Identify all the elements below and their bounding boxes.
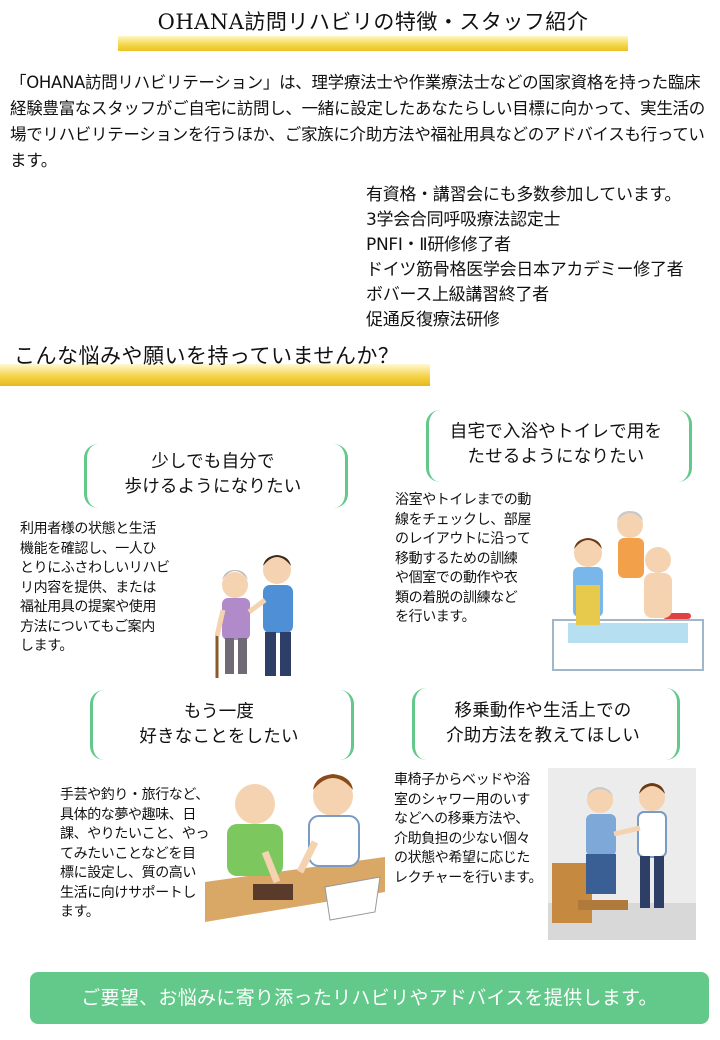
desc-line: 線をチェックし、部屋	[395, 511, 531, 528]
desc-line: 福祉用具の提案や使用	[20, 599, 156, 615]
qualification-item: 3学会合同呼吸療法認定士	[366, 210, 561, 230]
card-description: 浴室やトイレまでの動 線をチェックし、部屋 のレイアウトに沿って 移動するための…	[395, 491, 545, 628]
desc-line: 手芸や釣り・旅行など、	[60, 787, 209, 803]
card-description: 車椅子からベッドや浴 室のシャワー用のいす などへの移乗方法や、 介助負担の少な…	[394, 771, 544, 888]
card-heading-line: 移乗動作や生活上での	[454, 701, 632, 721]
desc-line: 類の着脱の訓練など	[395, 589, 518, 606]
desc-line: 機能を確認し、一人ひ	[20, 540, 156, 557]
hobby-support-illustration	[205, 762, 385, 927]
section-heading: こんな悩みや願いを持っていませんか？	[14, 344, 400, 368]
transfer-support-illustration	[548, 768, 696, 940]
card-heading-line: たせるようになりたい	[467, 447, 645, 467]
card-heading: 自宅で入浴やトイレで用を たせるようになりたい	[426, 420, 686, 470]
desc-line: などへの移乗方法や、	[394, 811, 529, 827]
card-heading-line: 歩けるようになりたい	[124, 477, 302, 497]
card-heading: 少しでも自分で 歩けるようになりたい	[84, 450, 342, 500]
desc-line: 室のシャワー用のいす	[394, 791, 530, 808]
desc-line: 具体的な夢や趣味、日	[60, 806, 196, 823]
qualifications-list: 有資格・講習会にも多数参加しています。 3学会合同呼吸療法認定士 PNFⅠ・Ⅱ研…	[366, 183, 716, 333]
desc-line: リ内容を提供、または	[20, 579, 156, 596]
section-underline	[0, 364, 430, 386]
card-heading-frame	[84, 444, 348, 508]
desc-line: ます。	[60, 904, 100, 920]
card-heading: もう一度 好きなことをしたい	[90, 700, 348, 750]
page-title: OHANA訪問リハビリの特徴・スタッフ紹介	[157, 10, 589, 34]
qualification-item: PNFⅠ・Ⅱ研修修了者	[366, 235, 511, 255]
desc-line: とりにふさわしいリハビ	[20, 560, 170, 576]
bathing-support-illustration	[548, 505, 708, 675]
closing-banner: ご要望、お悩みに寄り添ったリハビリやアドバイスを提供します。	[30, 972, 709, 1024]
desc-line: 浴室やトイレまでの動	[395, 492, 531, 508]
card-heading: 移乗動作や生活上での 介助方法を教えてほしい	[412, 699, 674, 749]
intro-paragraph: 「OHANA訪問リハビリテーション」は、理学療法士や作業療法士などの国家資格を持…	[10, 73, 705, 170]
title-underline	[118, 36, 628, 51]
desc-line: 車椅子からベッドや浴	[394, 772, 530, 788]
qualification-item: ボバース上級講習終了者	[366, 285, 549, 305]
card-heading-line: 少しでも自分で	[151, 452, 275, 472]
card-heading-line: 好きなことをしたい	[139, 727, 299, 747]
qualification-item: 促通反復療法研修	[366, 310, 500, 330]
desc-line: の状態や希望に応じた	[394, 850, 530, 866]
desc-line: 標に設定し、質の高い	[60, 865, 196, 881]
qualification-item: 有資格・講習会にも多数参加しています。	[366, 185, 682, 205]
card-heading-line: 自宅で入浴やトイレで用を	[449, 422, 663, 442]
desc-line: します。	[20, 638, 73, 654]
desc-line: 介助負担の少ない個々	[394, 830, 530, 847]
walking-support-illustration	[205, 540, 315, 680]
desc-line: 方法についてもご案内	[20, 618, 155, 635]
card-heading-line: 介助方法を教えてほしい	[446, 726, 640, 746]
desc-line: 利用者様の状態と生活	[20, 521, 156, 537]
card-heading-frame	[426, 410, 692, 482]
card-heading-line: もう一度	[183, 702, 255, 722]
desc-line: レクチャーを行います。	[394, 869, 543, 886]
desc-line: 課、やりたいこと、やっ	[60, 826, 210, 842]
card-description: 利用者様の状態と生活 機能を確認し、一人ひ とりにふさわしいリハビ リ内容を提供…	[20, 520, 180, 657]
desc-line: 移動するための訓練	[395, 550, 518, 567]
desc-line: や個室での動作や衣	[395, 570, 518, 586]
desc-line: 生活に向けサポートし	[60, 884, 196, 901]
card-description: 手芸や釣り・旅行など、 具体的な夢や趣味、日 課、やりたいこと、やっ てみたいこ…	[60, 786, 220, 923]
desc-line: のレイアウトに沿って	[395, 531, 531, 547]
desc-line: てみたいことなどを目	[60, 845, 196, 862]
card-heading-frame	[90, 690, 354, 760]
card-heading-frame	[412, 688, 680, 760]
desc-line: を行います。	[395, 609, 476, 625]
qualification-item: ドイツ筋骨格医学会日本アカデミー修了者	[366, 260, 684, 280]
